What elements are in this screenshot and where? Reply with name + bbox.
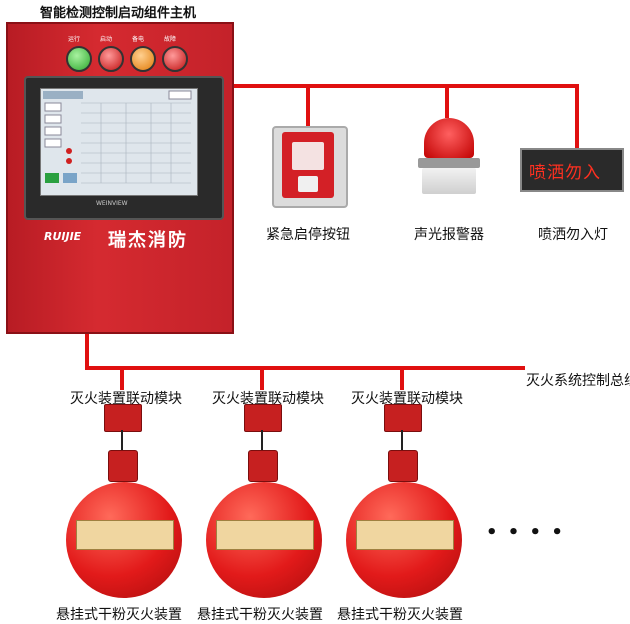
more-units-ellipsis: • • • • xyxy=(486,522,565,543)
extinguisher-label-2: 悬挂式干粉灭火装置 xyxy=(197,604,323,624)
extinguisher-label-3: 悬挂式干粉灭火装置 xyxy=(337,604,463,624)
extinguisher-label-1: 悬挂式干粉灭火装置 xyxy=(56,604,182,624)
